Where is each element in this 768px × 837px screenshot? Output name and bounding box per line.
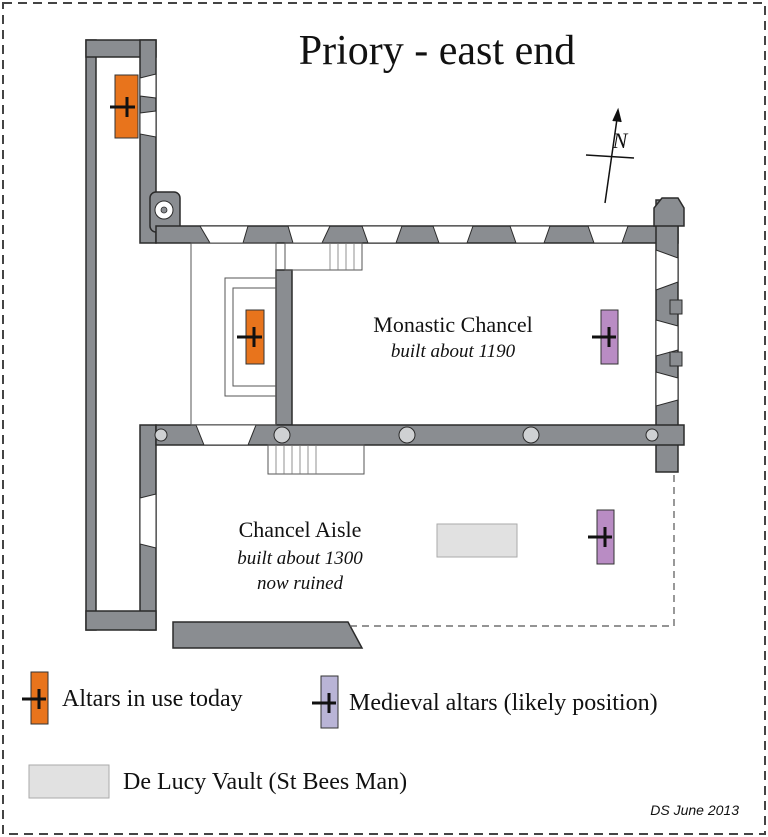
legend-label-medieval: Medieval altars (likely position)	[349, 690, 658, 716]
credit-text: DS June 2013	[650, 802, 739, 818]
window-openings	[139, 73, 679, 549]
chancel-window-4	[432, 225, 474, 244]
east-window-2	[655, 319, 679, 357]
aisle-note-2: now ruined	[257, 573, 344, 594]
page-title: Priory - east end	[299, 28, 575, 74]
chancel-name: Monastic Chancel	[373, 312, 532, 337]
legend-label-today: Altars in use today	[62, 686, 243, 712]
north-compass	[585, 107, 635, 204]
legend-swatch-vault	[28, 764, 110, 799]
chancel-window-3	[361, 225, 403, 244]
aisle-window	[139, 493, 157, 549]
pier	[522, 426, 540, 444]
walls	[85, 39, 685, 649]
arcade-piers	[154, 426, 659, 444]
de-lucy-vault	[436, 523, 518, 558]
pier	[645, 428, 659, 442]
pier	[273, 426, 291, 444]
chancel-steps	[284, 242, 363, 271]
east-buttress-top	[653, 197, 685, 227]
transept-window-north	[139, 73, 157, 99]
altar-transept	[110, 74, 139, 139]
legend-medieval-altars: Medieval altars (likely position)	[312, 675, 658, 729]
aisle-note-1: built about 1300	[237, 548, 363, 569]
east-buttress-small	[669, 351, 683, 367]
chancel-window-6	[587, 225, 629, 244]
chancel-window-5	[509, 225, 551, 244]
pier	[398, 426, 416, 444]
compass-cross-bar	[585, 154, 635, 159]
east-window-3	[655, 371, 679, 407]
screen-wall	[275, 269, 293, 426]
legend-altars-today: Altars in use today	[22, 671, 243, 725]
aisle-name: Chancel Aisle	[239, 517, 362, 542]
transept-south-wall	[85, 610, 157, 631]
transept-window-south	[139, 110, 157, 138]
spiral-stair-core	[160, 206, 168, 214]
aisle-south-wall	[172, 621, 364, 649]
east-window-1	[655, 249, 679, 291]
pier	[154, 428, 168, 442]
arcade-opening-west	[195, 424, 257, 446]
chancel-window-2	[287, 225, 331, 244]
altar-aisle-medieval	[588, 509, 615, 565]
compass-letter: N	[612, 128, 629, 153]
altar-chancel-medieval	[592, 309, 619, 365]
legend-label-vault: De Lucy Vault (St Bees Man)	[123, 769, 407, 795]
east-buttress-small	[669, 299, 683, 315]
chancel-note: built about 1190	[391, 341, 516, 362]
reredos-inner	[232, 287, 277, 387]
compass-arrow-shaft	[604, 111, 619, 204]
interior-lines	[190, 242, 365, 475]
altar-crossing	[237, 309, 265, 365]
step-lines	[275, 243, 355, 474]
transept-west-wall	[85, 39, 97, 631]
ruined-aisle-outline	[350, 472, 675, 627]
compass-arrow-head	[612, 107, 622, 123]
legend-vault: De Lucy Vault (St Bees Man)	[28, 764, 407, 799]
